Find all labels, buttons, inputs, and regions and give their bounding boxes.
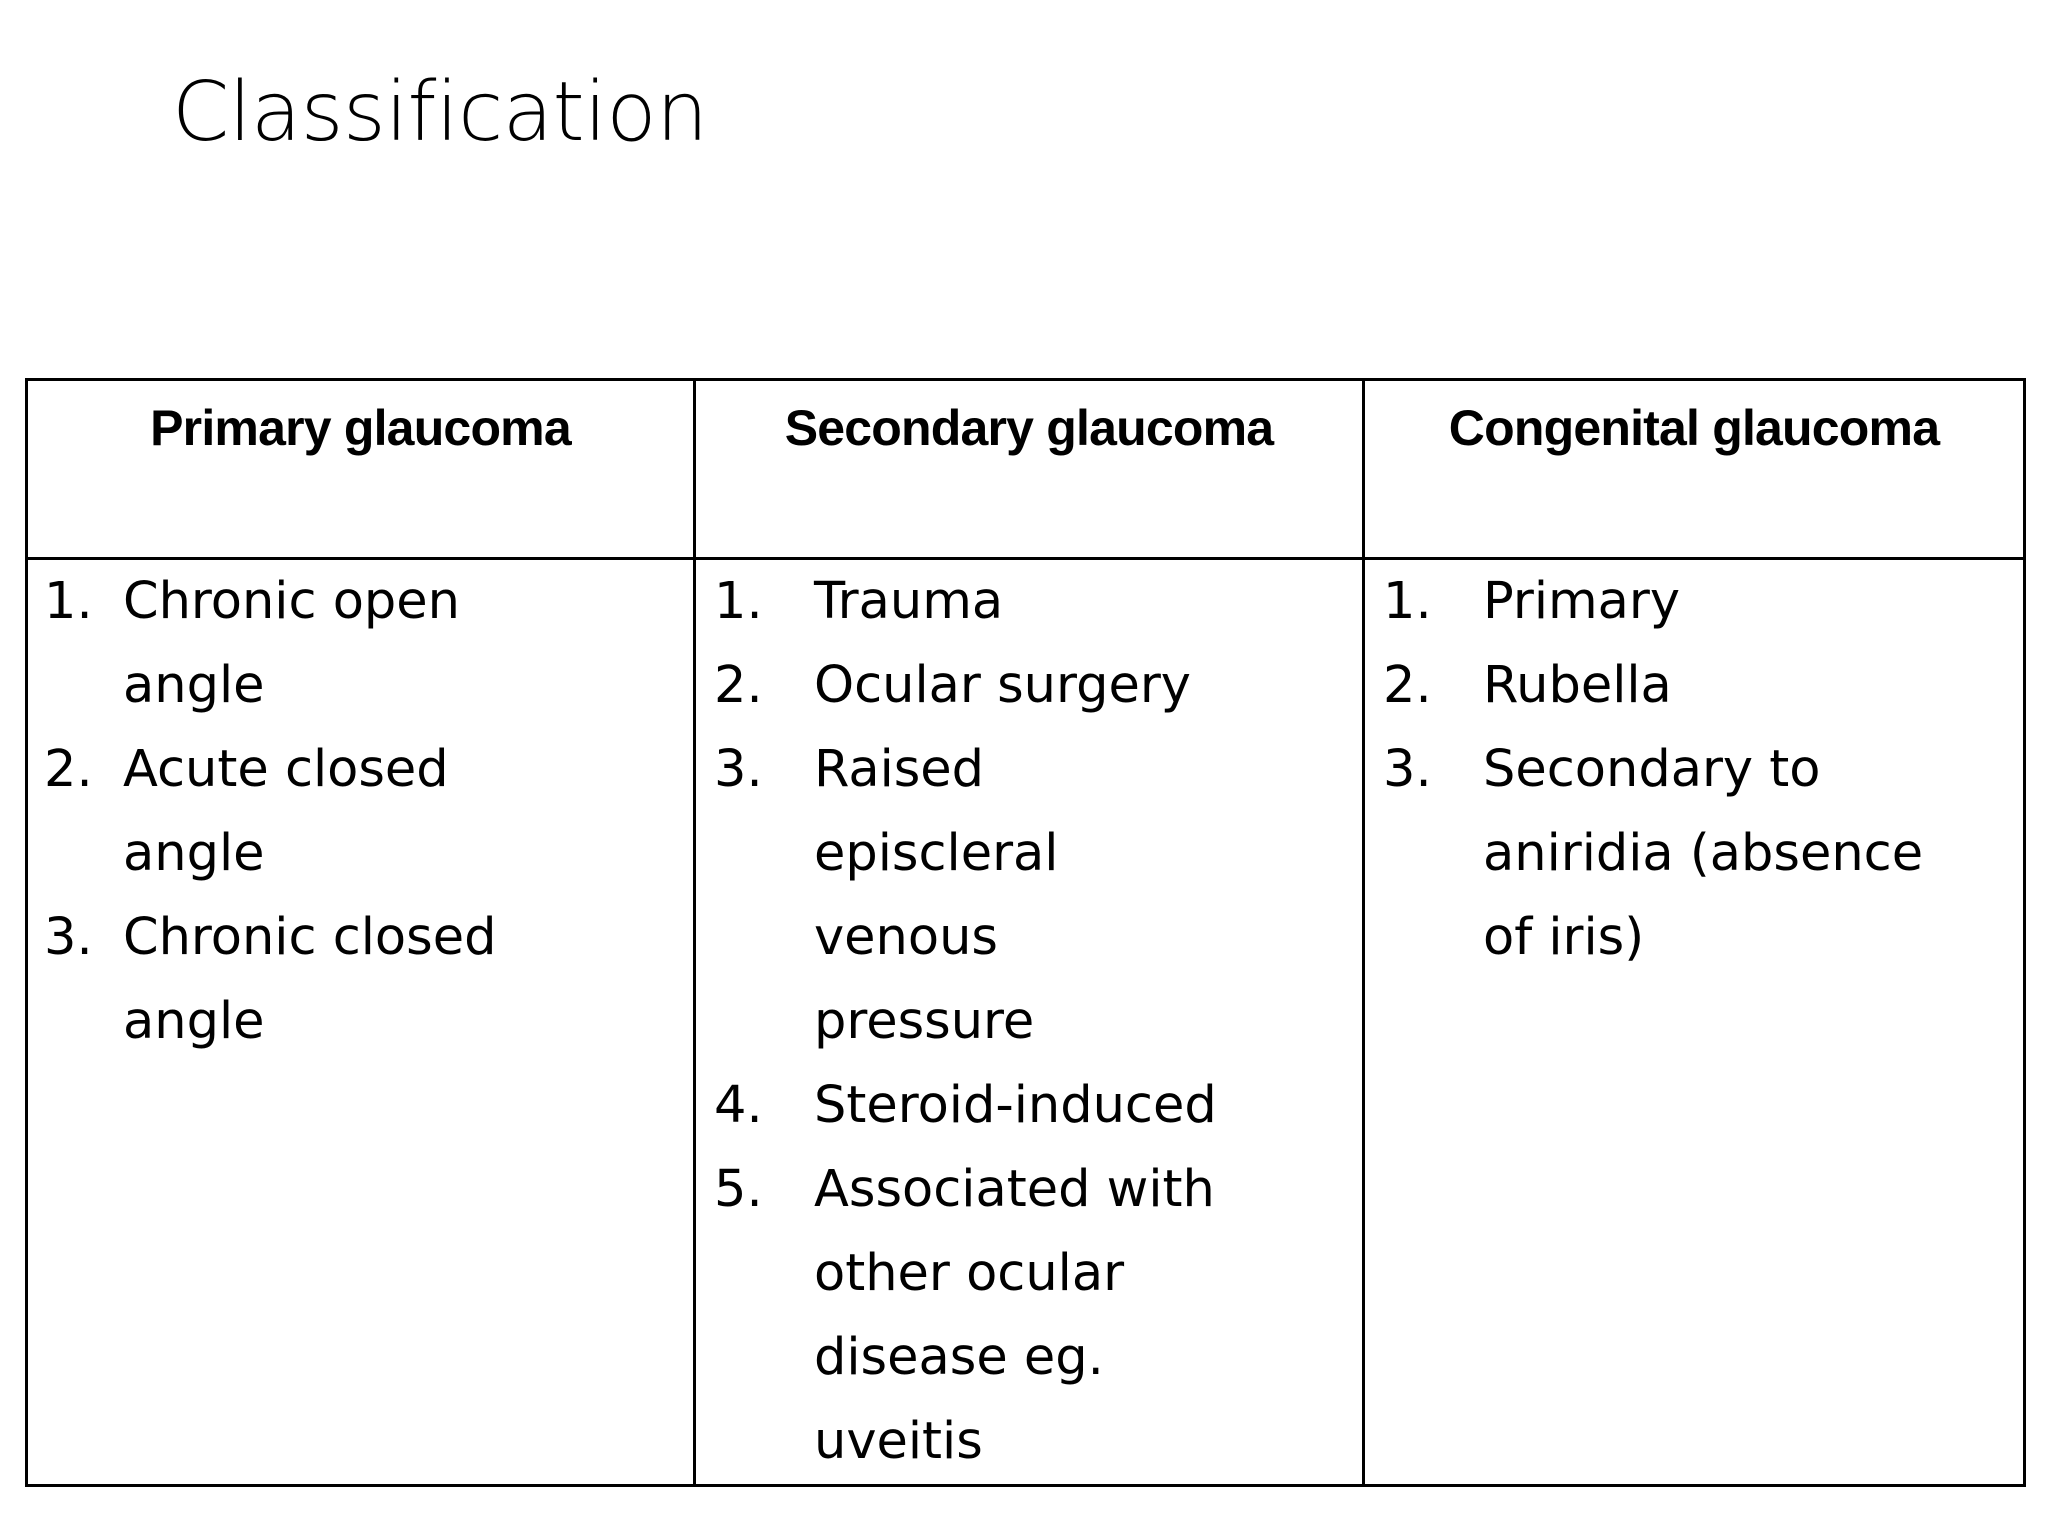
list-item: 3. Secondary to aniridia (absence of iri… [1365, 728, 2023, 980]
list-item: 3. Chronic closed angle [28, 896, 693, 1064]
primary-glaucoma-list: 1. Chronic open angle 2. Acute closed an… [28, 560, 693, 1064]
page-title: Classification [172, 65, 708, 160]
cell-congenital-glaucoma: 1. Primary 2. Rubella 3. Secondary to an… [1362, 557, 2026, 1487]
list-item-number: 1. [714, 572, 763, 631]
glaucoma-classification-table: Primary glaucoma Secondary glaucoma Cong… [25, 378, 2026, 1487]
list-item-label: Associated with other ocular disease eg.… [814, 1160, 1215, 1471]
column-header-label: Secondary glaucoma [784, 400, 1274, 456]
list-item-number: 1. [1383, 572, 1432, 631]
cell-secondary-glaucoma: 1. Trauma 2. Ocular surgery 3. Raised ep… [693, 557, 1365, 1487]
list-item: 2. Rubella [1365, 644, 2023, 728]
column-header-secondary-glaucoma: Secondary glaucoma [693, 378, 1365, 560]
list-item-number: 3. [44, 908, 93, 967]
list-item-label: Steroid-induced [814, 1076, 1217, 1135]
list-item-label: Acute closed angle [123, 740, 449, 883]
list-item-label: Trauma [814, 572, 1004, 631]
table-header-row: Primary glaucoma Secondary glaucoma Cong… [25, 378, 2026, 560]
table-body-row: 1. Chronic open angle 2. Acute closed an… [25, 557, 2026, 1487]
cell-primary-glaucoma: 1. Chronic open angle 2. Acute closed an… [25, 557, 696, 1487]
list-item-label: Secondary to aniridia (absence of iris) [1483, 740, 1924, 967]
list-item-number: 2. [1383, 656, 1432, 715]
list-item-label: Primary [1483, 572, 1681, 631]
list-item-label: Chronic closed angle [123, 908, 497, 1051]
list-item: 2. Ocular surgery [696, 644, 1362, 728]
column-header-primary-glaucoma: Primary glaucoma [25, 378, 696, 560]
secondary-glaucoma-list: 1. Trauma 2. Ocular surgery 3. Raised ep… [696, 560, 1362, 1484]
congenital-glaucoma-list: 1. Primary 2. Rubella 3. Secondary to an… [1365, 560, 2023, 980]
list-item-label: Rubella [1483, 656, 1672, 715]
list-item: 1. Chronic open angle [28, 560, 693, 728]
list-item-label: Chronic open angle [123, 572, 461, 715]
list-item-number: 4. [714, 1076, 763, 1135]
list-item-number: 5. [714, 1160, 763, 1219]
list-item: 1. Trauma [696, 560, 1362, 644]
list-item-number: 2. [44, 740, 93, 799]
list-item: 3. Raised episcleral venous pressure [696, 728, 1362, 1064]
column-header-label: Congenital glaucoma [1448, 400, 1940, 456]
list-item-number: 3. [714, 740, 763, 799]
list-item-label: Raised episcleral venous pressure [814, 740, 1059, 1051]
list-item-number: 1. [44, 572, 93, 631]
column-header-congenital-glaucoma: Congenital glaucoma [1362, 378, 2026, 560]
list-item-number: 3. [1383, 740, 1432, 799]
list-item: 5. Associated with other ocular disease … [696, 1148, 1362, 1484]
list-item-number: 2. [714, 656, 763, 715]
list-item: 4. Steroid-induced [696, 1064, 1362, 1148]
list-item: 1. Primary [1365, 560, 2023, 644]
list-item: 2. Acute closed angle [28, 728, 693, 896]
list-item-label: Ocular surgery [814, 656, 1191, 715]
column-header-label: Primary glaucoma [150, 400, 572, 456]
